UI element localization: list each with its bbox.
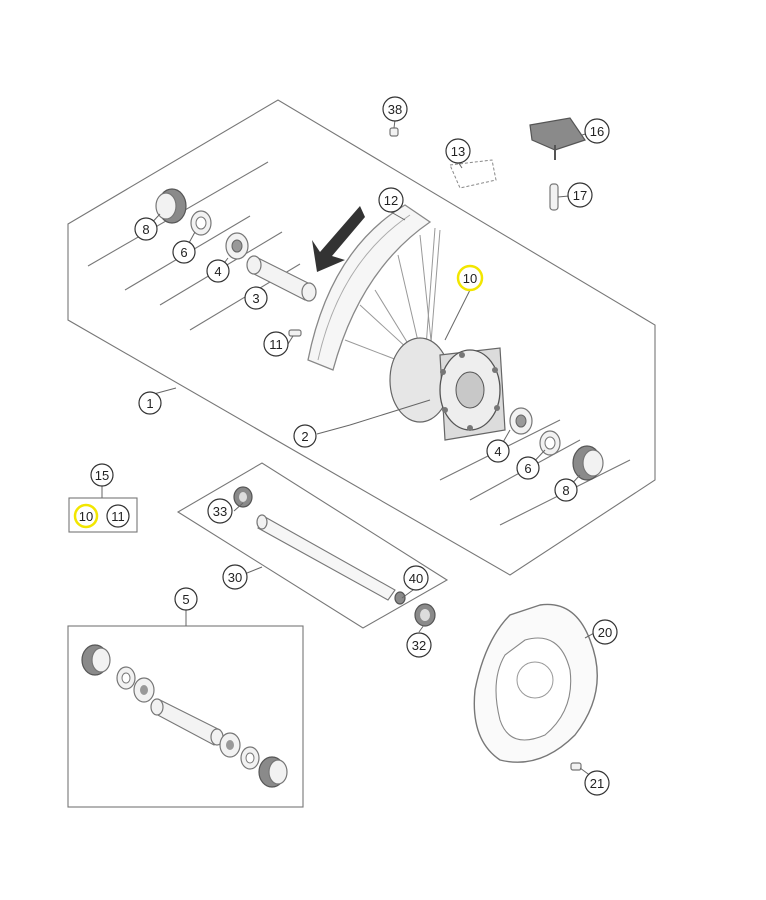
callout-20: 20 bbox=[592, 619, 618, 645]
svg-text:17: 17 bbox=[573, 188, 587, 203]
svg-text:15: 15 bbox=[95, 468, 109, 483]
svg-text:10: 10 bbox=[463, 271, 477, 286]
axle-assembly-frame bbox=[176, 462, 449, 629]
svg-text:10: 10 bbox=[79, 509, 93, 524]
kit5-spacer bbox=[116, 666, 136, 690]
kit5-seal-right bbox=[258, 756, 288, 788]
callout-40: 40 bbox=[403, 565, 429, 591]
callout-38: 38 bbox=[382, 96, 408, 122]
kit5-sleeve bbox=[150, 698, 224, 746]
svg-text:8: 8 bbox=[562, 483, 569, 498]
rim bbox=[307, 204, 432, 371]
rim-band bbox=[449, 159, 497, 189]
svg-text:12: 12 bbox=[384, 193, 398, 208]
svg-text:11: 11 bbox=[269, 337, 283, 352]
bearing-spacer-right bbox=[539, 430, 561, 456]
wheel-hub bbox=[389, 337, 506, 441]
callout-10-kit-highlighted: 10 bbox=[73, 503, 99, 529]
svg-text:40: 40 bbox=[409, 571, 423, 586]
kit5-bearing-right bbox=[219, 732, 241, 758]
kit-15-box bbox=[68, 497, 138, 533]
callout-11-nipple: 11 bbox=[263, 331, 289, 357]
callout-4-left: 4 bbox=[206, 259, 230, 283]
bearing-right bbox=[509, 407, 533, 435]
axle bbox=[256, 514, 396, 601]
svg-text:38: 38 bbox=[388, 102, 402, 117]
svg-text:2: 2 bbox=[301, 429, 308, 444]
kit5-seal-left bbox=[81, 644, 111, 676]
svg-text:13: 13 bbox=[451, 144, 465, 159]
svg-text:33: 33 bbox=[213, 504, 227, 519]
callout-8-right: 8 bbox=[554, 478, 578, 502]
callout-12: 12 bbox=[378, 187, 404, 213]
svg-text:6: 6 bbox=[524, 461, 531, 476]
svg-text:4: 4 bbox=[214, 264, 221, 279]
sensor-housing bbox=[529, 117, 586, 160]
axle-spacer bbox=[233, 486, 253, 508]
kit5-spacer-right bbox=[240, 746, 260, 770]
svg-text:30: 30 bbox=[228, 570, 242, 585]
callout-32: 32 bbox=[406, 632, 432, 658]
callout-6-left: 6 bbox=[172, 240, 196, 264]
disc-bolt bbox=[570, 762, 582, 771]
callout-11-kit: 11 bbox=[106, 504, 130, 528]
callout-21: 21 bbox=[584, 770, 610, 796]
wheel-assembly-frame bbox=[67, 99, 656, 576]
svg-text:4: 4 bbox=[494, 444, 501, 459]
callout-6-right: 6 bbox=[516, 456, 540, 480]
rotation-arrow-icon bbox=[312, 206, 365, 272]
svg-text:21: 21 bbox=[590, 776, 604, 791]
callout-4-right: 4 bbox=[486, 439, 510, 463]
callout-10-highlighted: 10 bbox=[456, 264, 484, 292]
callout-17: 17 bbox=[567, 182, 593, 208]
bearing-left bbox=[225, 232, 249, 260]
sensor-bolt bbox=[549, 183, 559, 211]
bearing-seal-left bbox=[155, 188, 187, 224]
callout-30: 30 bbox=[222, 564, 248, 590]
callout-8-left: 8 bbox=[134, 217, 158, 241]
kit5-bearing-left bbox=[133, 677, 155, 703]
callout-16: 16 bbox=[584, 118, 610, 144]
svg-text:32: 32 bbox=[412, 638, 426, 653]
axle-washer bbox=[394, 591, 406, 605]
callout-33: 33 bbox=[207, 498, 233, 524]
callout-13: 13 bbox=[445, 138, 471, 164]
callout-2: 2 bbox=[293, 424, 317, 448]
callout-15: 15 bbox=[90, 463, 114, 487]
callout-3: 3 bbox=[244, 286, 268, 310]
callout-1: 1 bbox=[138, 391, 162, 415]
svg-text:11: 11 bbox=[111, 509, 125, 524]
spoke-nipple bbox=[288, 329, 302, 337]
axle-collar bbox=[414, 603, 436, 627]
callout-5: 5 bbox=[174, 587, 198, 611]
svg-text:1: 1 bbox=[146, 396, 153, 411]
bearing-spacer-left bbox=[190, 210, 212, 236]
valve-cap bbox=[389, 127, 399, 137]
svg-text:20: 20 bbox=[598, 625, 612, 640]
svg-text:6: 6 bbox=[180, 245, 187, 260]
bearing-seal-right bbox=[572, 445, 604, 481]
distance-sleeve bbox=[246, 255, 317, 302]
brake-disc bbox=[473, 603, 598, 763]
svg-text:3: 3 bbox=[252, 291, 259, 306]
svg-text:16: 16 bbox=[590, 124, 604, 139]
svg-text:5: 5 bbox=[182, 592, 189, 607]
svg-text:8: 8 bbox=[142, 222, 149, 237]
